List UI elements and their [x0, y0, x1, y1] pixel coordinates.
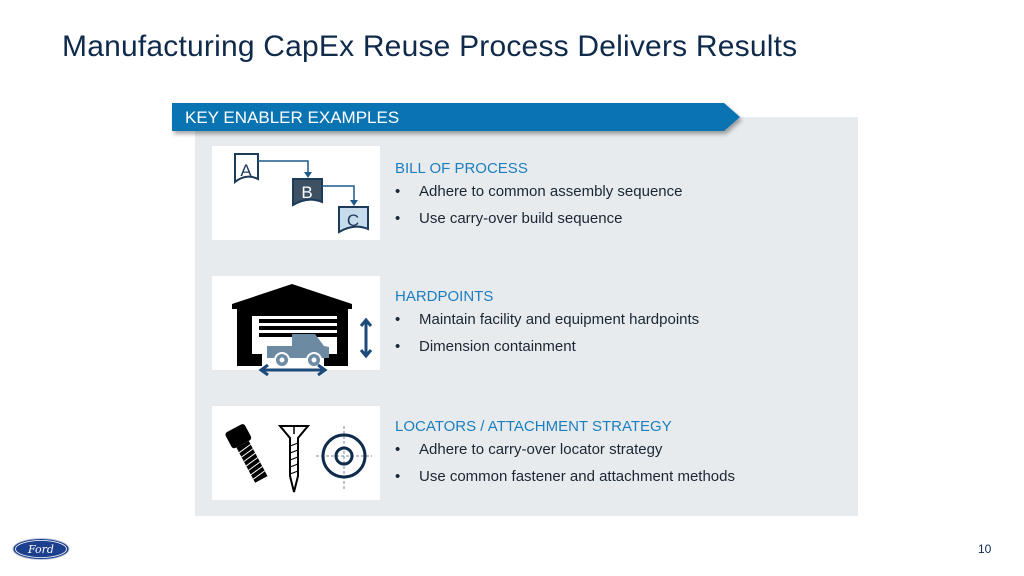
banner-label: KEY ENABLER EXAMPLES	[185, 108, 400, 127]
bullet-item: Adhere to common assembly sequence	[395, 183, 682, 210]
bullet-item: Adhere to carry-over locator strategy	[395, 441, 735, 468]
section-heading: LOCATORS / ATTACHMENT STRATEGY	[395, 418, 672, 435]
hardpoints-card	[212, 276, 380, 376]
locators-card	[212, 406, 380, 500]
section-bill-of-process: BILL OF PROCESS Adhere to common assembl…	[395, 160, 682, 237]
section-heading: BILL OF PROCESS	[395, 160, 528, 177]
node-a-label: A	[240, 161, 252, 180]
bullet-item: Maintain facility and equipment hardpoin…	[395, 311, 699, 338]
section-heading: HARDPOINTS	[395, 288, 494, 305]
garage-truck-icon	[232, 284, 373, 374]
bullet-item: Dimension containment	[395, 338, 699, 365]
section-banner: KEY ENABLER EXAMPLES	[172, 103, 740, 131]
logo-text: Ford	[27, 543, 54, 556]
ford-logo: Ford	[12, 538, 70, 565]
bullet-item: Use carry-over build sequence	[395, 210, 682, 237]
page-title: Manufacturing CapEx Reuse Process Delive…	[62, 30, 798, 63]
node-b-label: B	[301, 183, 312, 202]
flowchart-icon: A B C	[234, 153, 369, 234]
fasteners-icon	[225, 424, 372, 493]
section-locators: LOCATORS / ATTACHMENT STRATEGY Adhere to…	[395, 418, 735, 495]
bill-of-process-card: A B C	[212, 146, 380, 240]
section-hardpoints: HARDPOINTS Maintain facility and equipme…	[395, 288, 699, 365]
bullet-item: Use common fastener and attachment metho…	[395, 468, 735, 495]
node-c-label: C	[347, 211, 359, 230]
page-number: 10	[978, 542, 992, 556]
width-arrow-icon	[258, 364, 328, 376]
